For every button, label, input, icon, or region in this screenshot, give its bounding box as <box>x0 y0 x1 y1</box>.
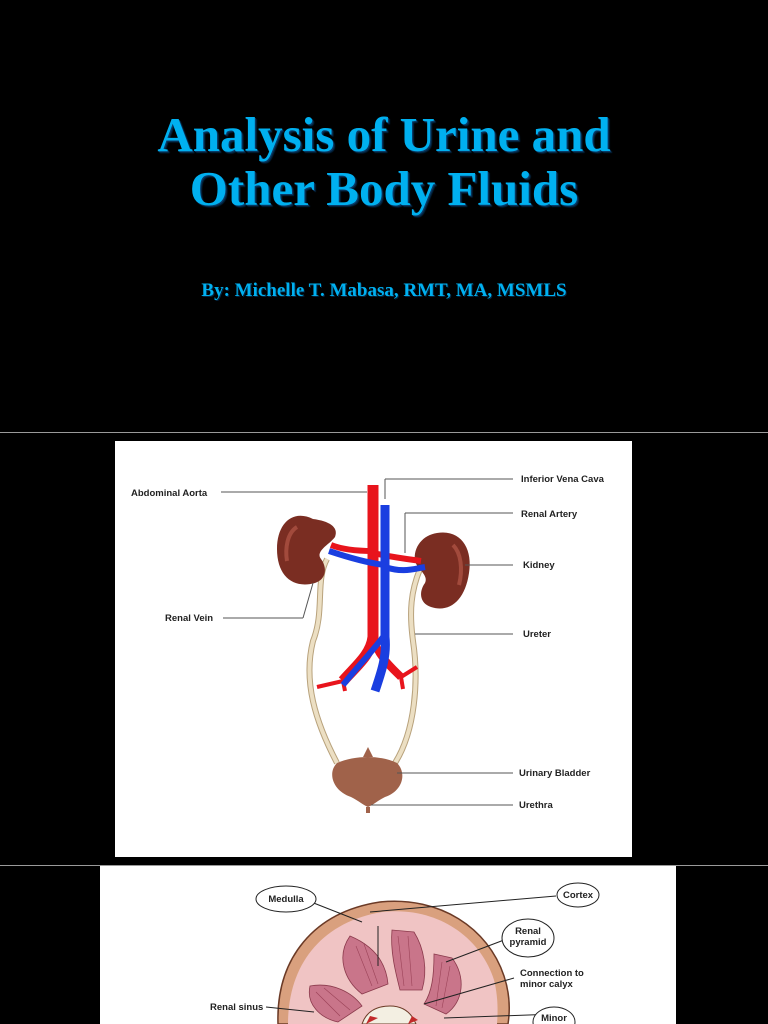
right-kidney-highlight <box>451 543 463 586</box>
label-urinary-bladder: Urinary Bladder <box>519 768 591 779</box>
label-inferior-vena-cava: Inferior Vena Cava <box>521 474 605 485</box>
left-renal-artery <box>329 542 374 554</box>
urinary-system-svg: Abdominal Aorta Inferior Vena Cava Renal… <box>131 474 605 813</box>
label-ureter: Ureter <box>523 629 551 640</box>
label-renal-pyramid-1: Renal <box>515 926 541 937</box>
cortex-bubble <box>556 882 600 908</box>
label-urethra: Urethra <box>519 800 554 811</box>
renal-pyramids <box>308 929 462 1023</box>
medulla-bubble <box>255 885 317 913</box>
kidney-section-svg: Medulla Cortex Renal pyramid Connection … <box>210 882 600 1024</box>
aorta-left-leg <box>316 679 347 692</box>
urinary-system-diagram: Abdominal Aorta Inferior Vena Cava Renal… <box>115 441 632 857</box>
left-renal-vein <box>328 548 386 568</box>
minor-bubble <box>532 1006 576 1024</box>
diagram-labels: Abdominal Aorta Inferior Vena Cava Renal… <box>131 474 605 811</box>
right-renal-vein <box>384 564 426 574</box>
label-renal-pyramid-2: pyramid <box>510 937 547 948</box>
inferior-vena-cava <box>370 505 390 693</box>
right-renal-artery <box>372 550 422 564</box>
label-renal-sinus: Renal sinus <box>210 1002 263 1013</box>
kidney-section-diagram: Medulla Cortex Renal pyramid Connection … <box>100 866 676 1024</box>
calyx-red <box>366 1016 418 1024</box>
label-connection-2: minor calyx <box>520 979 574 990</box>
label-abdominal-aorta: Abdominal Aorta <box>131 488 208 499</box>
urinary-system-slide: Abdominal Aorta Inferior Vena Cava Renal… <box>0 433 768 865</box>
label-connection-1: Connection to <box>520 968 584 979</box>
pyramid-bubble <box>501 918 555 958</box>
author-line: By: Michelle T. Mabasa, RMT, MA, MSMLS <box>201 280 567 301</box>
bladder-top <box>363 747 373 757</box>
label-kidney: Kidney <box>523 560 555 571</box>
urinary-bladder <box>332 757 403 807</box>
title-slide: Analysis of Urine and Other Body Fluids … <box>0 0 768 432</box>
slide-title: Analysis of Urine and Other Body Fluids <box>0 108 768 216</box>
label-renal-artery: Renal Artery <box>521 509 578 520</box>
kidney-section-slide: Medulla Cortex Renal pyramid Connection … <box>0 866 768 1024</box>
section-labels: Medulla Cortex Renal pyramid Connection … <box>210 890 594 1024</box>
label-minor: Minor <box>541 1013 567 1024</box>
leader-lines <box>221 478 513 806</box>
pyramid-striations <box>315 935 451 1017</box>
label-medulla: Medulla <box>268 894 304 905</box>
label-cortex: Cortex <box>563 890 594 901</box>
slide-title-line-1: Analysis of Urine and <box>157 107 611 162</box>
vena-cava-left-branch <box>340 635 386 687</box>
right-ureter-inner <box>393 568 422 765</box>
label-renal-vein: Renal Vein <box>165 613 213 624</box>
annotation-lines <box>265 895 557 1019</box>
left-ureter-inner <box>307 558 339 764</box>
left-kidney-highlight <box>284 525 299 562</box>
slide-divider <box>0 432 768 433</box>
aorta-right-leg <box>399 665 419 690</box>
slide-divider <box>0 865 768 866</box>
slide-title-line-2: Other Body Fluids <box>189 161 579 216</box>
